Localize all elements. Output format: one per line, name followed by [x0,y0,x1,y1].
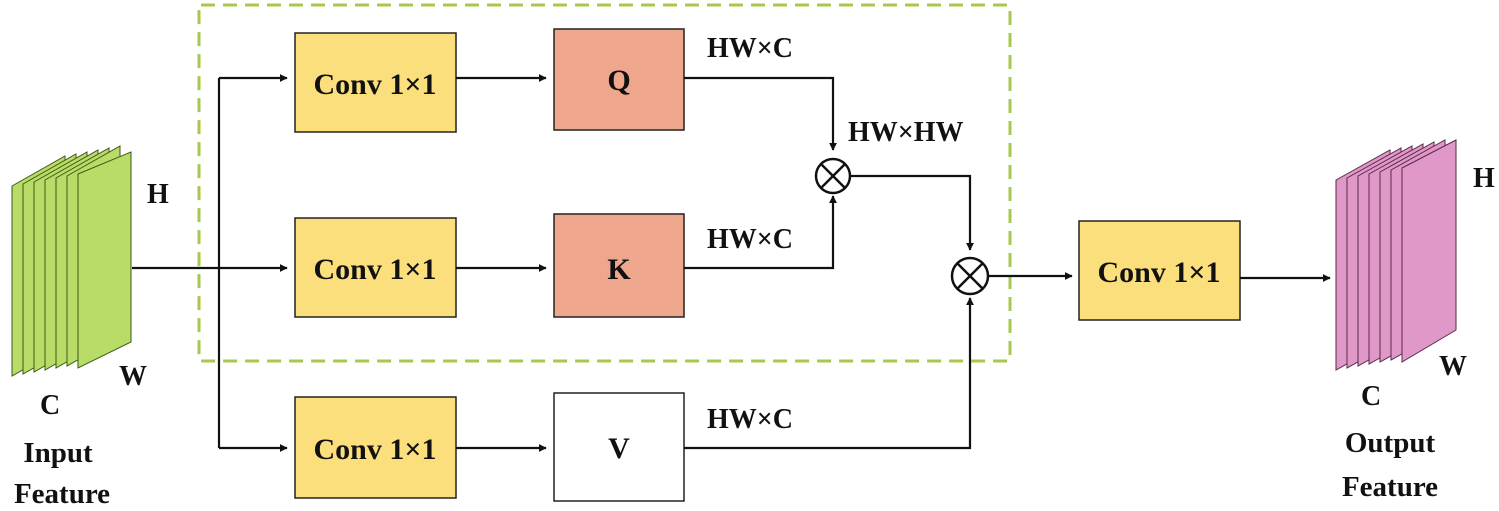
output-feature-sheet [1401,139,1457,363]
input-dim-c-label: C [40,390,60,421]
input-caption-line1: Input [23,437,93,469]
v-to-multiply-arrow [684,297,974,450]
k-shape-label: HW×C [707,224,793,255]
output-caption-line1: Output [1345,427,1436,459]
output-conv-label: Conv 1×1 [1098,256,1221,289]
input-caption-line2: Feature [14,478,110,510]
circled-times-icon [814,157,852,195]
output-caption-line2: Feature [1342,471,1438,503]
attention-map-shape-label: HW×HW [848,117,964,148]
key-conv-label: Conv 1×1 [314,253,437,286]
v-label: V [608,432,630,465]
q-label: Q [607,64,630,97]
query-conv-box [294,32,457,133]
k-to-multiply-arrow [684,195,837,270]
circled-times-icon [950,256,990,296]
value-conv-label: Conv 1×1 [314,433,437,466]
k-box [553,213,685,318]
input-dim-h-label: H [147,179,169,210]
attention-region-dashed-box [197,3,1012,363]
k-label: K [607,253,631,286]
output-dim-c-label: C [1361,381,1381,412]
output-conv-box [1078,220,1241,321]
output-dim-w-label: W [1439,351,1467,382]
input-feature-sheet [77,151,132,369]
key-conv-box [294,217,457,318]
v-box [553,392,685,502]
q-shape-label: HW×C [707,33,793,64]
value-conv-box [294,396,457,499]
output-feature-stack [1335,139,1457,371]
input-feature-stack [11,145,132,377]
q-to-multiply-arrow [684,76,837,151]
attention-to-multiply-arrow [850,174,974,251]
input-dim-w-label: W [119,361,147,392]
q-box [553,28,685,131]
output-dim-h-label: H [1473,163,1495,194]
v-shape-label: HW×C [707,404,793,435]
query-conv-label: Conv 1×1 [314,68,437,101]
